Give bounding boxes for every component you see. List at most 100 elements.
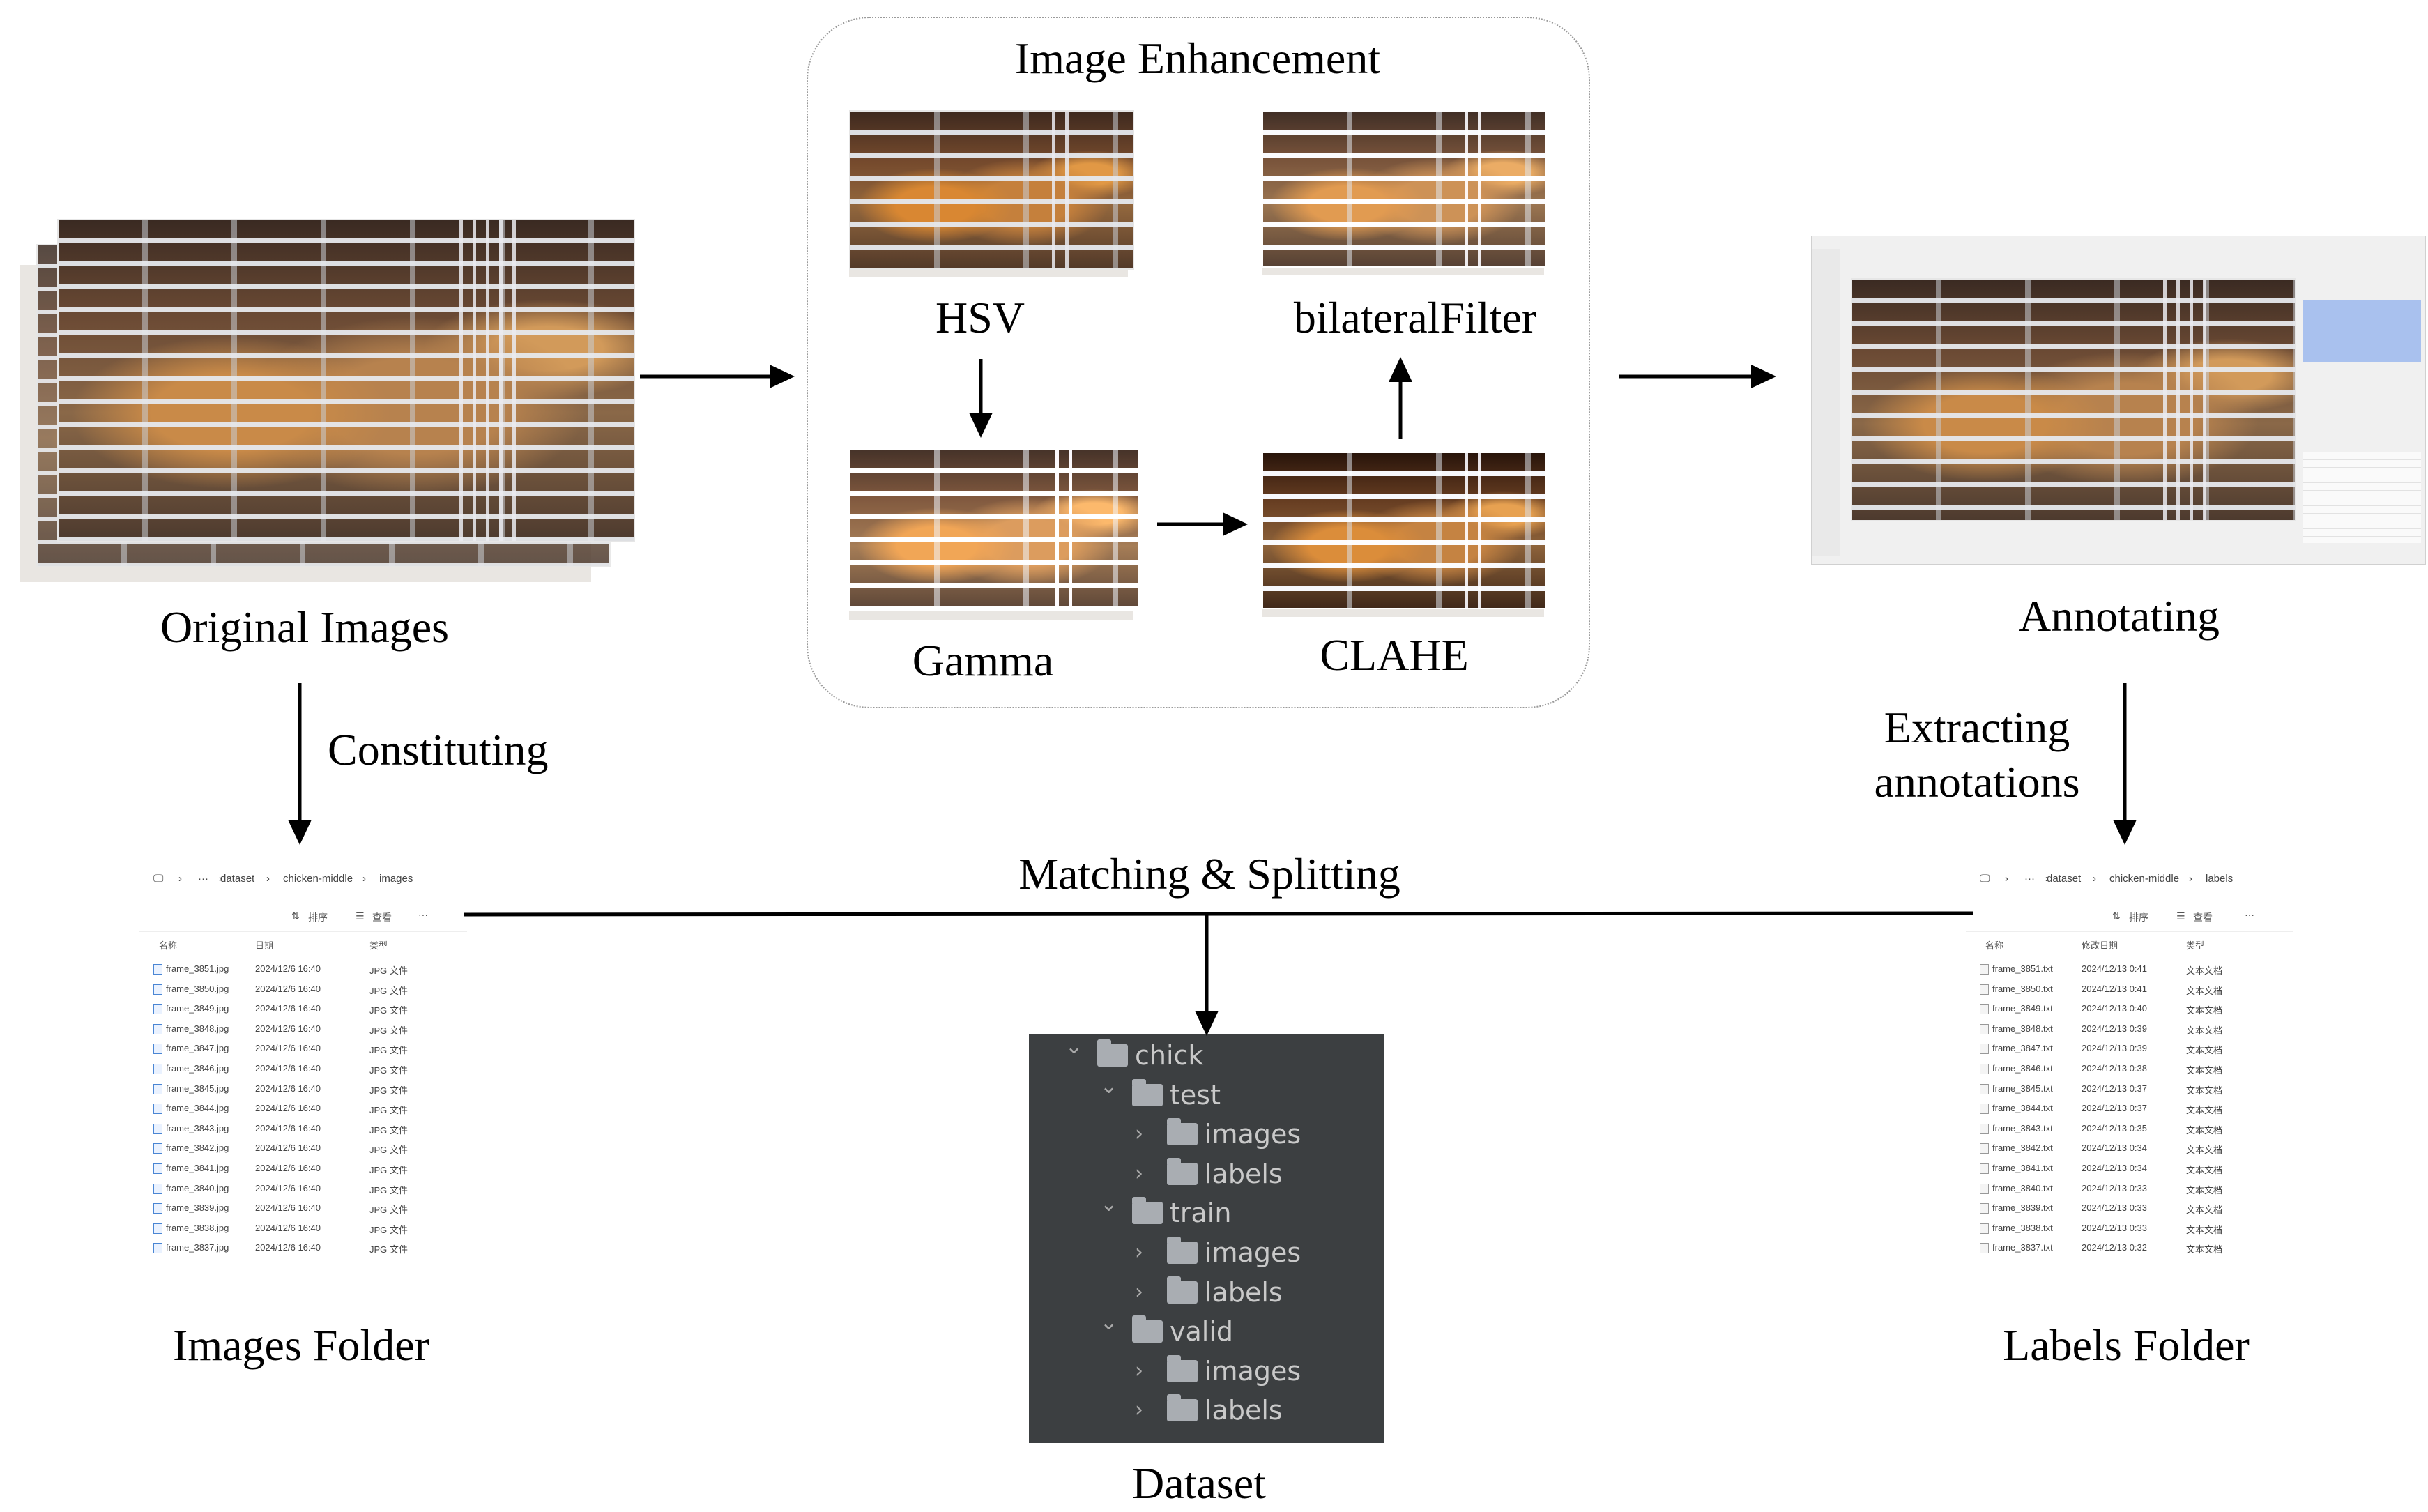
chevron-right-icon[interactable]: › [1135, 1161, 1143, 1186]
text-file-icon [1980, 1123, 1989, 1134]
tree-node-label: train [1170, 1198, 1232, 1229]
file-name: frame_3848.txt [1992, 1023, 2053, 1034]
view-icon[interactable]: ☰ [356, 910, 365, 922]
file-type: 文本文档 [2186, 1124, 2223, 1136]
column-date[interactable]: 日期 [255, 940, 274, 951]
chevron-down-icon[interactable]: ⌄ [1100, 1311, 1118, 1336]
image-file-icon [153, 1183, 162, 1194]
folder-icon [1167, 1354, 1198, 1382]
file-type: 文本文档 [2186, 965, 2223, 976]
file-type: JPG 文件 [369, 985, 408, 996]
file-name: frame_3845.txt [1992, 1083, 2053, 1094]
tree-node-images[interactable]: ›images [1135, 1353, 1414, 1392]
sort-icon[interactable]: ⇅ [2112, 910, 2121, 922]
chevron-right-icon[interactable]: › [1135, 1398, 1143, 1423]
tree-node-images[interactable]: ›images [1135, 1116, 1414, 1155]
folder-icon [1132, 1315, 1163, 1343]
tree-node-images[interactable]: ›images [1135, 1235, 1414, 1274]
tree-node-test[interactable]: ⌄test [1100, 1074, 1379, 1116]
file-date: 2024/12/6 16:40 [255, 983, 321, 994]
file-type: JPG 文件 [369, 1205, 408, 1216]
more-icon[interactable]: ··· [2245, 909, 2254, 920]
file-type: JPG 文件 [369, 1124, 408, 1136]
chevron-right-icon[interactable]: › [1135, 1122, 1143, 1147]
view-icon[interactable]: ☰ [2176, 910, 2185, 922]
tree-node-labels[interactable]: ›labels [1135, 1392, 1414, 1431]
tree-node-chick[interactable]: ⌄chick [1065, 1034, 1344, 1076]
breadcrumb-item[interactable]: chicken-middle [2109, 873, 2180, 885]
breadcrumb-item[interactable]: dataset [220, 873, 255, 885]
column-type[interactable]: 类型 [369, 940, 388, 951]
file-type: 文本文档 [2186, 1145, 2223, 1156]
tree-node-train[interactable]: ⌄ train [1100, 1192, 1379, 1234]
file-date: 2024/12/13 0:35 [2082, 1122, 2147, 1133]
breadcrumb-item[interactable]: dataset [2047, 873, 2082, 885]
chevron-right-icon[interactable]: › [1135, 1279, 1143, 1304]
breadcrumb-item[interactable]: chicken-middle [283, 873, 353, 885]
breadcrumb-item[interactable]: labels [2206, 873, 2234, 885]
file-type: JPG 文件 [369, 1184, 408, 1196]
column-type[interactable]: 类型 [2186, 940, 2205, 951]
annotation-file-list [2303, 452, 2421, 543]
file-date: 2024/12/6 16:40 [255, 1043, 321, 1054]
sort-button[interactable]: 排序 [308, 912, 328, 923]
sort-icon[interactable]: ⇅ [291, 910, 300, 922]
tree-node-valid[interactable]: ⌄valid [1100, 1311, 1379, 1352]
file-date: 2024/12/6 16:40 [255, 1083, 321, 1094]
tree-node-labels[interactable]: › labels [1135, 1156, 1414, 1195]
view-button[interactable]: 查看 [2193, 912, 2213, 923]
chevron-down-icon[interactable]: ⌄ [1100, 1192, 1118, 1217]
file-date: 2024/12/6 16:40 [255, 1182, 321, 1193]
chevron-right-icon[interactable]: › [1135, 1358, 1143, 1383]
column-name[interactable]: 名称 [1985, 940, 2004, 951]
column-name[interactable]: 名称 [159, 940, 178, 951]
column-date[interactable]: 修改日期 [2082, 940, 2118, 951]
file-type: 文本文档 [2186, 1065, 2223, 1076]
file-name: frame_3842.jpg [166, 1143, 229, 1154]
image-file-icon [153, 1083, 162, 1094]
tree-node-labels[interactable]: ›labels [1135, 1274, 1414, 1313]
ellipsis-icon: ··· [198, 873, 208, 885]
more-icon[interactable]: ··· [418, 909, 428, 920]
file-name: frame_3848.jpg [166, 1023, 229, 1034]
breadcrumb-item[interactable]: images [379, 873, 413, 885]
extracting-label-line2: annotations [1874, 757, 2080, 807]
file-type: JPG 文件 [369, 965, 408, 976]
view-button[interactable]: 查看 [372, 912, 392, 923]
sort-button[interactable]: 排序 [2129, 912, 2148, 923]
tree-node-label: labels [1205, 1158, 1283, 1189]
chevron-down-icon[interactable]: ⌄ [1100, 1074, 1118, 1099]
chevron-right-icon[interactable]: › [1135, 1240, 1143, 1265]
chevron-down-icon[interactable]: ⌄ [1065, 1034, 1083, 1059]
